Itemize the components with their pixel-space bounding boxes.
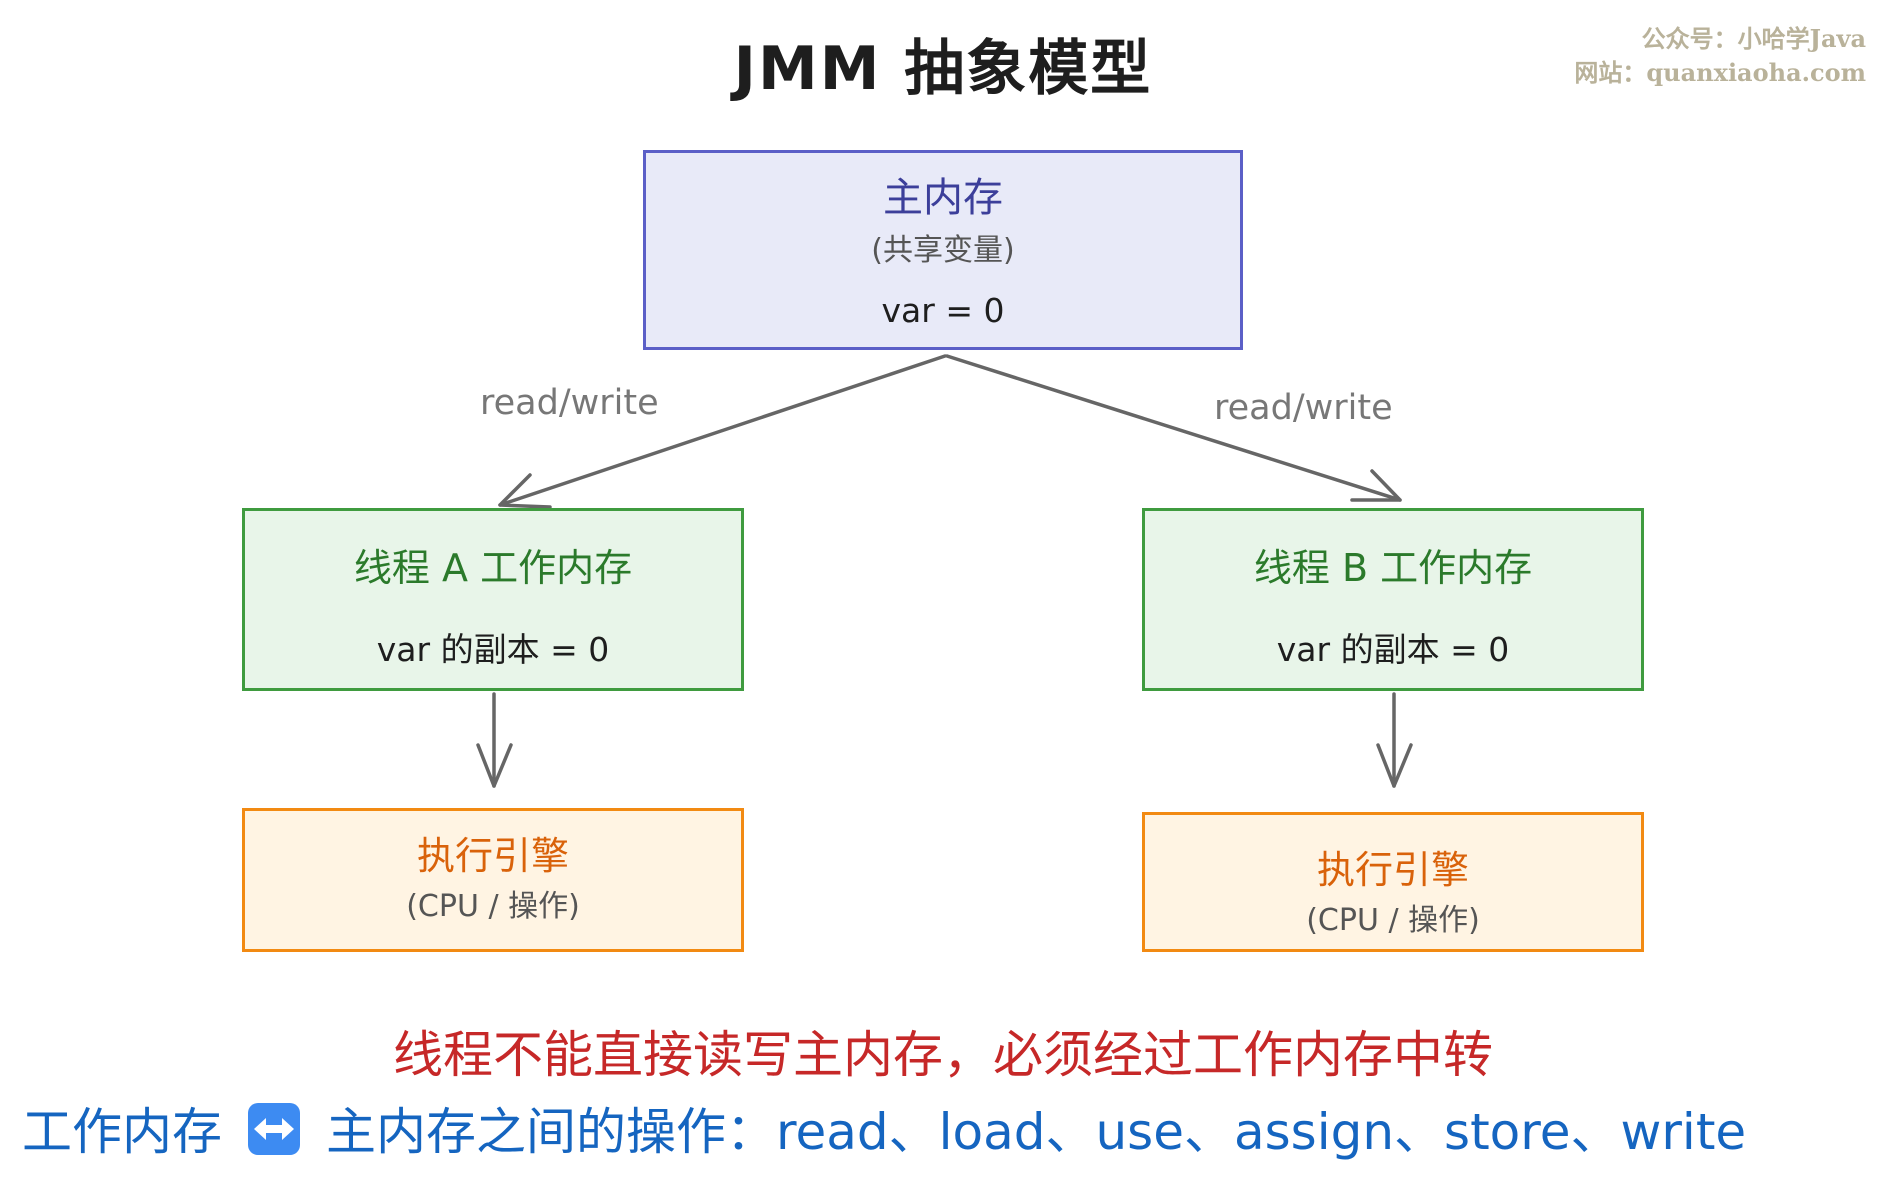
watermark-website: 网站：quanxiaoha.com [1574, 58, 1866, 87]
edge-main-to-thread-a [498, 354, 947, 507]
operations-note-prefix: 工作内存 [22, 1103, 222, 1161]
operations-note-suffix: 主内存之间的操作：read、load、use、assign、store、writ… [326, 1103, 1747, 1161]
edge-main-to-thread-b-arrowhead [1350, 469, 1402, 502]
edge-label-right: read/write [1214, 388, 1393, 428]
thread-b-title: 线程 B 工作内存 [1253, 546, 1533, 590]
main-memory-box: 主内存 (共享变量) var = 0 [643, 150, 1243, 350]
edge-label-left: read/write [480, 383, 659, 423]
engine-a-title: 执行引擎 [416, 834, 569, 878]
engine-b-title: 执行引擎 [1316, 848, 1469, 892]
edge-main-to-thread-b [945, 354, 1402, 502]
edge-thread-b-to-engine-b-arrowhead [1376, 743, 1413, 788]
main-memory-title: 主内存 [883, 175, 1003, 221]
engine-b-subtitle: (CPU / 操作) [1306, 903, 1480, 938]
watermark: 公众号：小哈学Java 网站：quanxiaoha.com [1574, 22, 1866, 90]
engine-a-box: 执行引擎 (CPU / 操作) [242, 808, 744, 952]
thread-a-title: 线程 A 工作内存 [353, 546, 633, 590]
operations-note: 工作内存 主内存之间的操作：read、load、use、assign、store… [22, 1092, 1746, 1164]
left-right-arrow-icon [246, 1101, 302, 1157]
rule-note: 线程不能直接读写主内存，必须经过工作内存中转 [393, 1026, 1493, 1084]
engine-b-box: 执行引擎 (CPU / 操作) [1142, 812, 1644, 952]
diagram-title: JMM 抽象模型 [733, 34, 1153, 104]
thread-b-working-memory-box: 线程 B 工作内存 var 的副本 = 0 [1142, 508, 1644, 691]
thread-b-value: var 的副本 = 0 [1276, 630, 1510, 669]
edge-thread-a-to-engine-a-arrowhead [476, 743, 513, 788]
edge-main-to-thread-a-arrowhead [498, 473, 552, 509]
thread-a-working-memory-box: 线程 A 工作内存 var 的副本 = 0 [242, 508, 744, 691]
main-memory-value: var = 0 [881, 291, 1005, 330]
engine-a-subtitle: (CPU / 操作) [406, 889, 580, 924]
main-memory-subtitle: (共享变量) [871, 233, 1015, 268]
watermark-account: 公众号：小哈学Java [1641, 24, 1866, 53]
thread-a-value: var 的副本 = 0 [376, 630, 610, 669]
